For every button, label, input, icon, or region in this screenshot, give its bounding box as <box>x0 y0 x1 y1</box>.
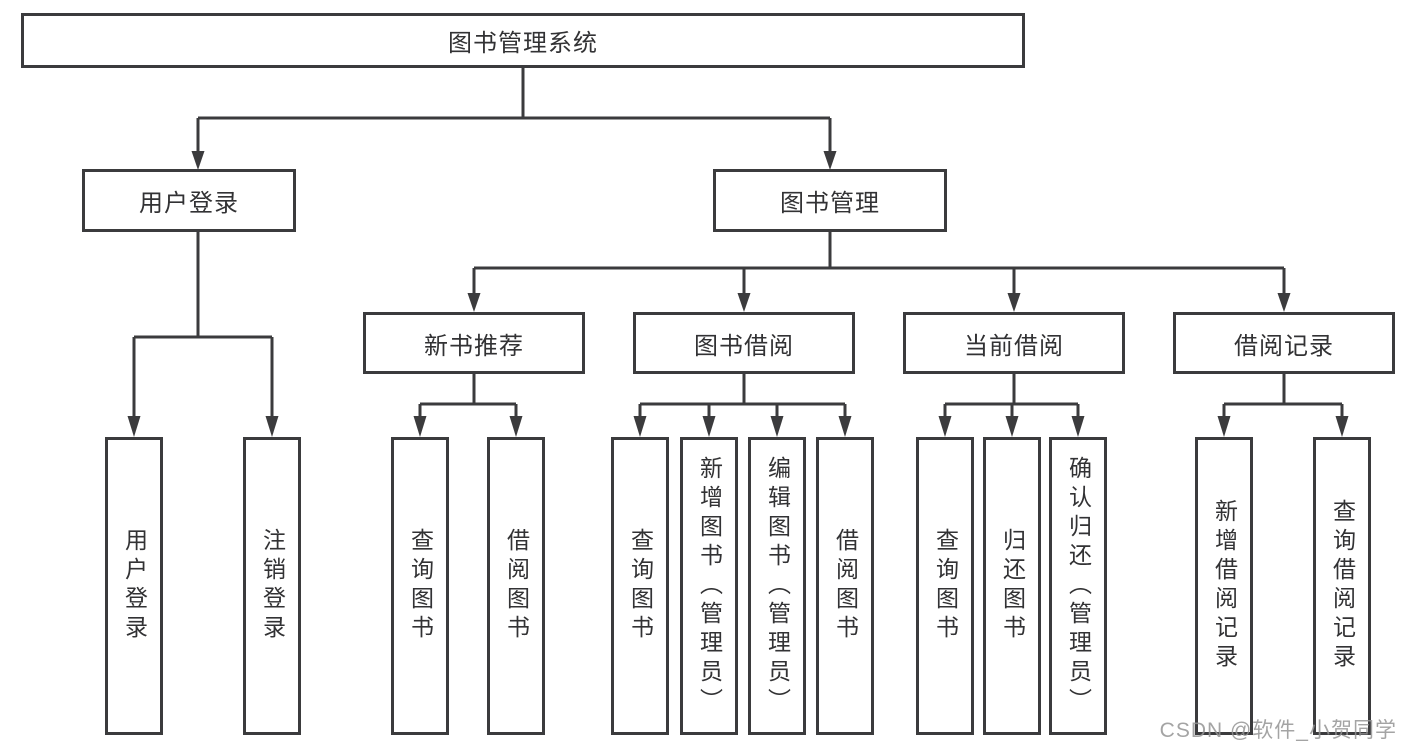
connector-book-borrowing-to-leaves <box>638 374 847 425</box>
node-book-management: 图书管理 <box>713 169 947 232</box>
node-label: 新书推荐 <box>424 332 524 360</box>
arrowhead-leaf <box>633 416 647 437</box>
leaf-add-borrow-record: 新增借阅记录 <box>1195 437 1253 735</box>
arrowhead-to-book-borrowing <box>737 293 751 312</box>
arrowhead-leaf <box>1217 416 1231 437</box>
arrowhead-to-borrowing-records <box>1277 293 1291 312</box>
leaf-label: 借阅图书 <box>503 528 530 644</box>
arrowhead-leaf <box>938 416 952 437</box>
arrowhead-leaf <box>1071 416 1085 437</box>
leaf-edit-books-admin: 编辑图书（管理员） <box>748 437 806 735</box>
watermark-text: CSDN @软件_小贺同学 <box>1159 719 1397 742</box>
arrowhead-to-book-management <box>823 151 837 170</box>
arrowhead-leaf <box>1005 416 1019 437</box>
arrowhead-to-leaf-logout <box>265 416 279 437</box>
leaf-label: 归还图书 <box>999 528 1026 644</box>
node-label: 图书借阅 <box>694 332 794 360</box>
leaf-label: 用户登录 <box>121 528 148 644</box>
arrowhead-to-current-borrowing <box>1007 293 1021 312</box>
leaf-borrow-books-borrowing: 借阅图书 <box>816 437 874 735</box>
arrowhead-leaf <box>1335 416 1349 437</box>
arrowhead-leaf <box>770 416 784 437</box>
node-book-borrowing: 图书借阅 <box>633 312 855 374</box>
connector-current-borrowing-to-leaves <box>943 374 1080 425</box>
leaf-query-borrow-record: 查询借阅记录 <box>1313 437 1371 735</box>
node-library-management-system: 图书管理系统 <box>21 13 1025 68</box>
arrowhead-to-new-book-recommendation <box>467 293 481 312</box>
leaf-borrow-books-recommend: 借阅图书 <box>487 437 545 735</box>
arrowhead-to-leaf-user-login <box>127 416 141 437</box>
node-label: 用户登录 <box>139 190 239 217</box>
leaf-label: 编辑图书（管理员） <box>764 455 791 717</box>
leaf-label: 确认归还（管理员） <box>1065 455 1092 717</box>
leaf-label: 查询图书 <box>407 528 434 644</box>
arrowhead-leaf <box>838 416 852 437</box>
leaf-query-books-current: 查询图书 <box>916 437 974 735</box>
node-current-borrowing: 当前借阅 <box>903 312 1125 374</box>
leaf-label: 查询借阅记录 <box>1329 499 1356 673</box>
leaf-label: 查询图书 <box>932 528 959 644</box>
node-label: 当前借阅 <box>964 332 1064 360</box>
node-label: 图书管理系统 <box>448 30 598 57</box>
leaf-confirm-return-admin: 确认归还（管理员） <box>1049 437 1107 735</box>
connector-user-login-to-leaves <box>132 232 274 425</box>
node-label: 借阅记录 <box>1234 332 1334 360</box>
node-user-login: 用户登录 <box>82 169 296 232</box>
node-label: 图书管理 <box>780 190 880 217</box>
leaf-query-books-recommend: 查询图书 <box>391 437 449 735</box>
leaf-return-books: 归还图书 <box>983 437 1041 735</box>
connector-root-to-level2 <box>196 68 832 158</box>
arrowhead-to-user-login <box>191 151 205 170</box>
connector-borrowing-records-to-leaves <box>1222 374 1344 425</box>
leaf-label: 注销登录 <box>259 528 286 644</box>
arrowhead-leaf <box>509 416 523 437</box>
leaf-query-books-borrowing: 查询图书 <box>611 437 669 735</box>
leaf-label: 查询图书 <box>627 528 654 644</box>
connector-new-book-recommendation-to-leaves <box>418 374 518 425</box>
leaf-label: 新增图书（管理员） <box>696 455 723 717</box>
node-borrowing-records: 借阅记录 <box>1173 312 1395 374</box>
leaf-user-login: 用户登录 <box>105 437 163 735</box>
node-new-book-recommendation: 新书推荐 <box>363 312 585 374</box>
leaf-add-books-admin: 新增图书（管理员） <box>680 437 738 735</box>
leaf-label: 新增借阅记录 <box>1211 499 1238 673</box>
connector-book-management-to-level3 <box>472 232 1286 300</box>
arrowhead-leaf <box>702 416 716 437</box>
leaf-label: 借阅图书 <box>832 528 859 644</box>
leaf-logout: 注销登录 <box>243 437 301 735</box>
arrowhead-leaf <box>413 416 427 437</box>
